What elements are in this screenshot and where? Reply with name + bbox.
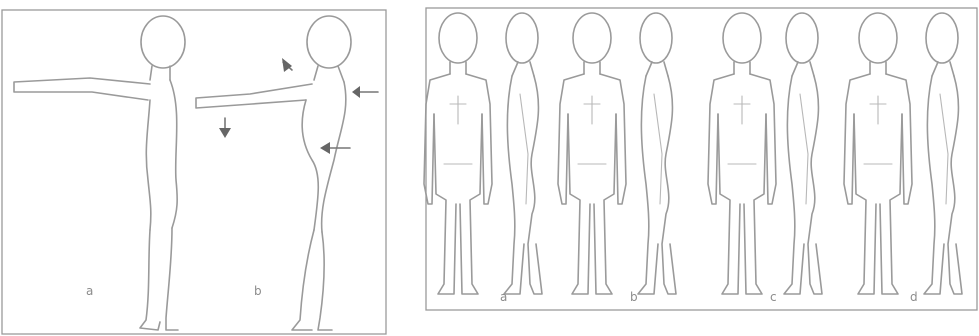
left-panel-frame bbox=[2, 10, 386, 334]
figure-pair-c bbox=[708, 13, 822, 294]
figure-b-posture-outline bbox=[196, 16, 351, 330]
left-figure-panel: a b bbox=[0, 0, 388, 336]
figure-pair-b bbox=[558, 13, 676, 294]
figure-b-label: b bbox=[254, 284, 262, 298]
pair-c-label: c bbox=[770, 290, 777, 304]
right-figure-drawing bbox=[418, 0, 979, 336]
figure-pair-d bbox=[844, 13, 962, 294]
posture-arrows bbox=[219, 58, 378, 154]
figure-a-label: a bbox=[86, 284, 93, 298]
pair-a-label: a bbox=[500, 290, 507, 304]
figure-a-posture-outline bbox=[14, 16, 185, 330]
figure-pair-a bbox=[424, 13, 542, 294]
pair-d-label: d bbox=[910, 290, 918, 304]
right-figure-panel: a b c d bbox=[418, 0, 979, 336]
pair-b-label: b bbox=[630, 290, 638, 304]
left-figure-drawing bbox=[0, 0, 388, 336]
